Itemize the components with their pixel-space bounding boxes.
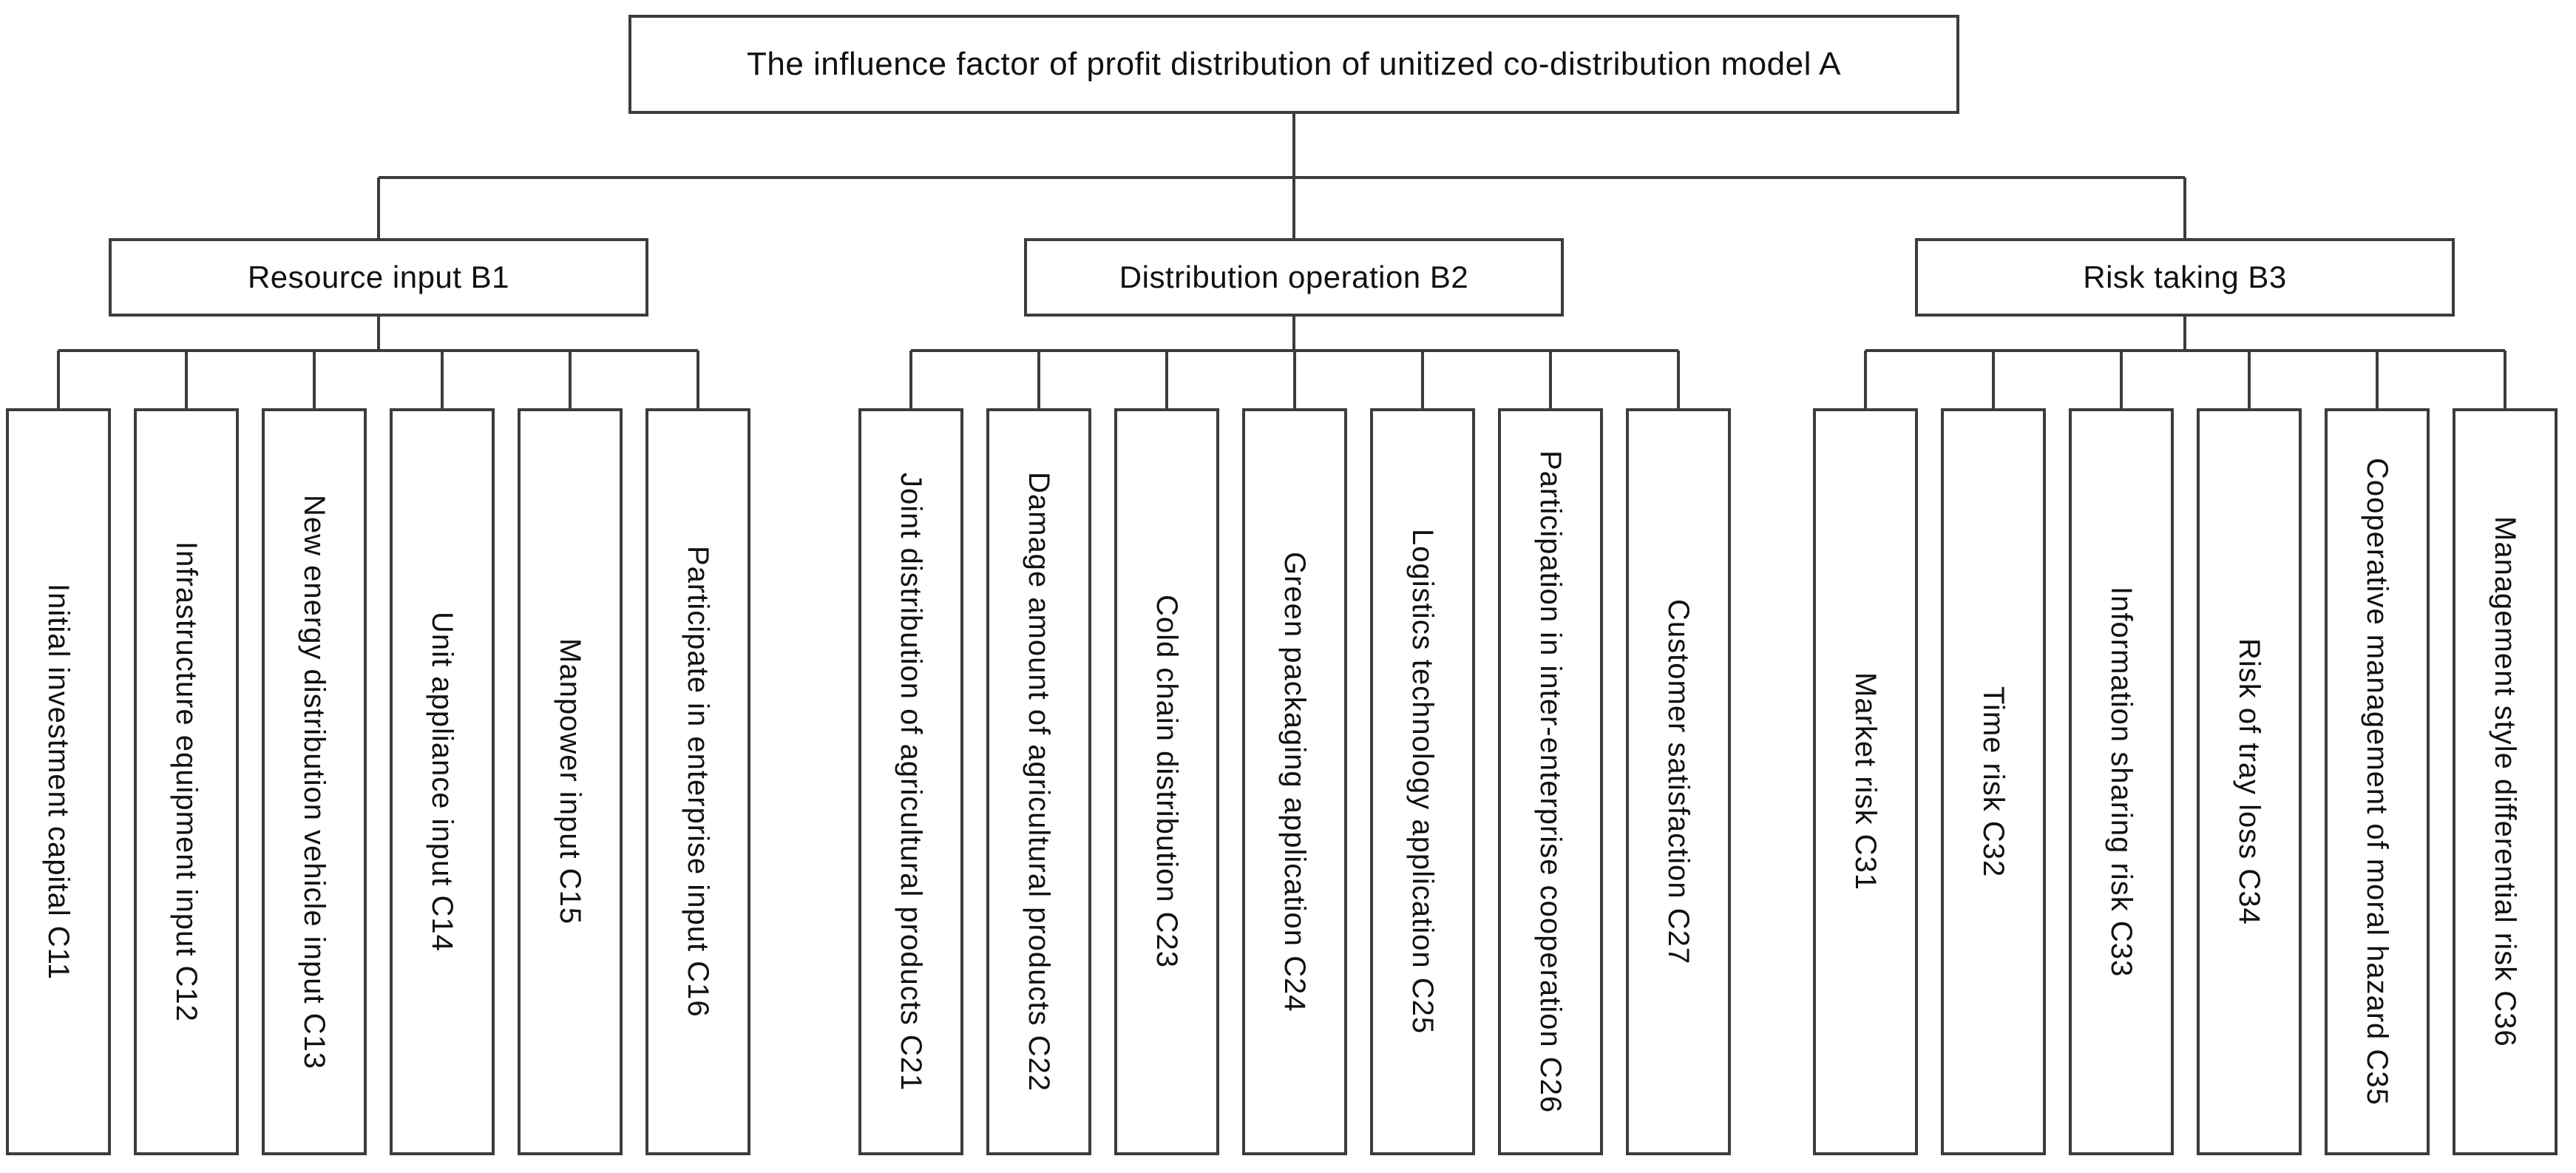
node-c33-label: Information sharing risk C33 — [2105, 586, 2138, 978]
node-c13: New energy distribution vehicle input C1… — [262, 408, 367, 1155]
node-c23: Cold chain distribution C23 — [1114, 408, 1219, 1155]
node-b2-label: Distribution operation B2 — [1119, 260, 1469, 294]
node-b3: Risk taking B3 — [1915, 238, 2455, 317]
node-c12: Infrastructure equipment input C12 — [134, 408, 239, 1155]
node-c26: Participation in inter-enterprise cooper… — [1498, 408, 1603, 1155]
node-c11-label: Initial investment capital C11 — [42, 583, 75, 981]
node-c34: Risk of tray loss C34 — [2197, 408, 2302, 1155]
node-c32: Time risk C32 — [1941, 408, 2046, 1155]
node-c31-label: Market risk C31 — [1849, 672, 1882, 891]
node-c15: Manpower input C15 — [518, 408, 623, 1155]
node-b2: Distribution operation B2 — [1024, 238, 1564, 317]
node-c24: Green packaging application C24 — [1242, 408, 1347, 1155]
node-c33: Information sharing risk C33 — [2069, 408, 2174, 1155]
node-c22-label: Damage amount of agricultural products C… — [1023, 472, 1055, 1092]
node-c14: Unit appliance input C14 — [390, 408, 495, 1155]
root-node: The influence factor of profit distribut… — [628, 15, 1959, 114]
node-c22: Damage amount of agricultural products C… — [986, 408, 1091, 1155]
node-c14-label: Unit appliance input C14 — [426, 612, 458, 952]
node-c25-label: Logistics technology application C25 — [1406, 529, 1439, 1035]
node-c16: Participate in enterprise input C16 — [645, 408, 750, 1155]
node-c26-label: Participation in inter-enterprise cooper… — [1534, 450, 1567, 1114]
node-c32-label: Time risk C32 — [1977, 686, 2010, 878]
node-c24-label: Green packaging application C24 — [1278, 551, 1311, 1013]
node-c13-label: New energy distribution vehicle input C1… — [298, 494, 331, 1069]
node-c12-label: Infrastructure equipment input C12 — [170, 541, 203, 1022]
node-c27-label: Customer satisfaction C27 — [1662, 598, 1695, 965]
node-c11: Initial investment capital C11 — [6, 408, 111, 1155]
node-c15-label: Manpower input C15 — [554, 638, 586, 925]
node-c23-label: Cold chain distribution C23 — [1150, 595, 1183, 969]
node-c36-label: Management style differential risk C36 — [2489, 516, 2521, 1047]
node-c21: Joint distribution of agricultural produ… — [858, 408, 963, 1155]
node-c35-label: Cooperative management of moral hazard C… — [2361, 458, 2393, 1106]
node-c35: Cooperative management of moral hazard C… — [2325, 408, 2430, 1155]
node-c36: Management style differential risk C36 — [2453, 408, 2558, 1155]
node-c16-label: Participate in enterprise input C16 — [682, 546, 714, 1018]
node-c31: Market risk C31 — [1813, 408, 1918, 1155]
node-c25: Logistics technology application C25 — [1370, 408, 1475, 1155]
node-b3-label: Risk taking B3 — [2083, 260, 2287, 294]
node-c34-label: Risk of tray loss C34 — [2233, 638, 2265, 925]
node-c27: Customer satisfaction C27 — [1626, 408, 1731, 1155]
node-c21-label: Joint distribution of agricultural produ… — [895, 472, 927, 1092]
node-b1-label: Resource input B1 — [247, 260, 510, 294]
node-b1: Resource input B1 — [109, 238, 648, 317]
root-node-label: The influence factor of profit distribut… — [746, 46, 1842, 82]
